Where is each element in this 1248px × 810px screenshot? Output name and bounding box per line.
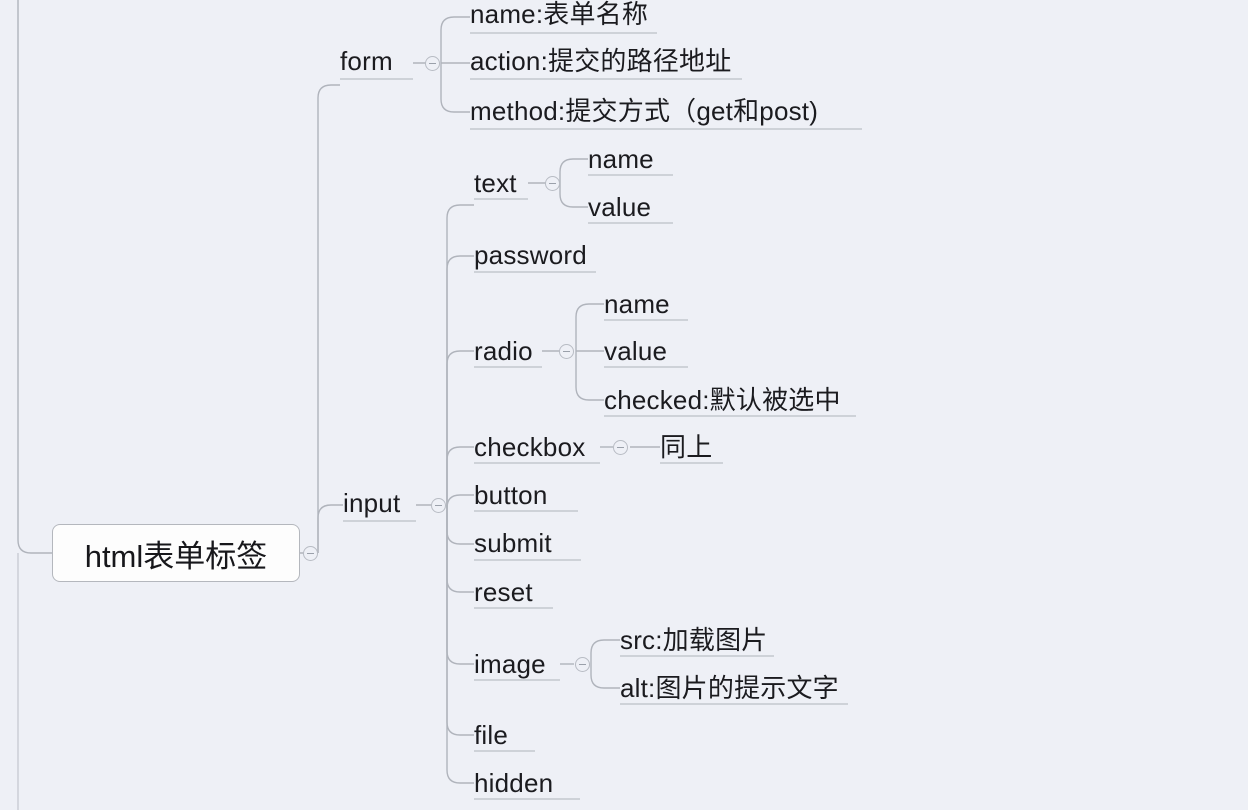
branch-node-form[interactable]: form [340, 48, 393, 74]
checkbox-collapse-toggle-icon[interactable] [613, 440, 628, 455]
radio-collapse-toggle-icon[interactable] [559, 344, 574, 359]
leaf-node-radio-value[interactable]: value [604, 338, 667, 364]
leaf-node-button-label: button [474, 480, 548, 510]
root-collapse-toggle-icon[interactable] [303, 546, 318, 561]
leaf-node-image-alt-label: alt:图片的提示文字 [620, 673, 839, 703]
leaf-node-file-label: file [474, 720, 509, 750]
leaf-node-radio-checked-label: checked:默认被选中 [604, 385, 841, 415]
branch-node-image-label: image [474, 649, 546, 679]
branch-node-form-label: form [340, 46, 393, 76]
leaf-node-file[interactable]: file [474, 722, 508, 748]
leaf-node-checkbox-same-as-above[interactable]: 同上 [660, 434, 712, 460]
text-collapse-toggle-icon[interactable] [545, 176, 560, 191]
leaf-node-checkbox-same-as-above-label: 同上 [660, 432, 713, 462]
leaf-node-text-value[interactable]: value [588, 194, 651, 220]
leaf-node-password[interactable]: password [474, 242, 587, 268]
leaf-node-form-name[interactable]: name:表单名称 [470, 1, 648, 27]
leaf-node-form-action-label: action:提交的路径地址 [470, 46, 732, 76]
leaf-node-submit[interactable]: submit [474, 530, 552, 556]
leaf-node-radio-checked[interactable]: checked:默认被选中 [604, 387, 841, 413]
branch-node-input-label: input [343, 488, 401, 518]
leaf-node-hidden[interactable]: hidden [474, 770, 553, 796]
root-node-label: html表单标签 [84, 538, 268, 574]
branch-node-checkbox[interactable]: checkbox [474, 434, 585, 460]
leaf-node-reset-label: reset [474, 577, 533, 607]
leaf-node-password-label: password [474, 240, 587, 270]
input-collapse-toggle-icon[interactable] [431, 498, 446, 513]
leaf-node-radio-name[interactable]: name [604, 291, 670, 317]
branch-node-input[interactable]: input [343, 490, 400, 516]
leaf-node-image-src-label: src:加载图片 [620, 625, 768, 655]
leaf-node-text-name-label: name [588, 144, 654, 174]
leaf-node-form-action[interactable]: action:提交的路径地址 [470, 48, 731, 74]
branch-node-checkbox-label: checkbox [474, 432, 586, 462]
leaf-node-button[interactable]: button [474, 482, 548, 508]
leaf-node-radio-value-label: value [604, 336, 668, 366]
leaf-node-reset[interactable]: reset [474, 579, 533, 605]
leaf-node-image-alt[interactable]: alt:图片的提示文字 [620, 675, 839, 701]
image-collapse-toggle-icon[interactable] [575, 657, 590, 672]
leaf-node-text-name[interactable]: name [588, 146, 654, 172]
leaf-node-form-method-label: method:提交方式（get和post) [470, 96, 819, 126]
branch-node-radio[interactable]: radio [474, 338, 533, 364]
leaf-node-submit-label: submit [474, 528, 552, 558]
leaf-node-text-value-label: value [588, 192, 652, 222]
leaf-node-form-name-label: name:表单名称 [470, 0, 649, 29]
leaf-node-radio-name-label: name [604, 289, 670, 319]
branch-node-radio-label: radio [474, 336, 533, 366]
branch-node-image[interactable]: image [474, 651, 546, 677]
branch-node-text-label: text [474, 168, 517, 198]
leaf-node-image-src[interactable]: src:加载图片 [620, 627, 767, 653]
leaf-node-form-method[interactable]: method:提交方式（get和post) [470, 98, 818, 124]
form-collapse-toggle-icon[interactable] [425, 56, 440, 71]
branch-node-text[interactable]: text [474, 170, 517, 196]
root-node[interactable]: html表单标签 [52, 524, 300, 582]
leaf-node-hidden-label: hidden [474, 768, 554, 798]
